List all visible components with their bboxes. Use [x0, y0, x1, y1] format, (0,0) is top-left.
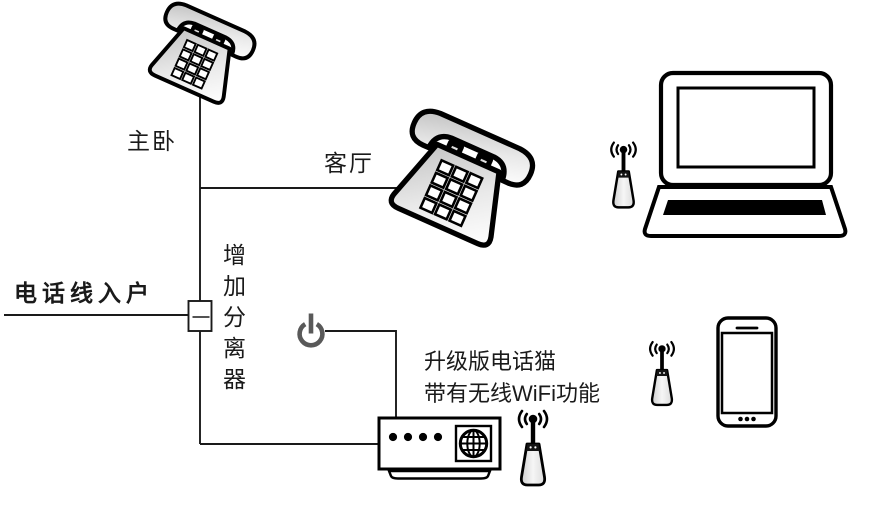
modem-icon: [377, 416, 502, 480]
smartphone-icon: [716, 316, 778, 428]
splitter-box-icon: [187, 300, 213, 332]
master-bedroom-label: 主卧: [127, 129, 177, 154]
laptop-keyboard: [663, 200, 826, 215]
modem-caption-line1: 升级版电话猫: [424, 349, 557, 374]
splitter-label: 增加分离器: [223, 243, 246, 392]
wifi-antenna-smartphone-icon: [645, 335, 679, 412]
power-icon: [297, 313, 325, 348]
laptop-icon: [642, 70, 848, 238]
phone-line-entry-label: 电话线入户: [14, 281, 154, 306]
modem-base: [387, 469, 492, 480]
line-power-to-modem: [325, 330, 397, 418]
living-room-label: 客厅: [324, 151, 374, 176]
modem-caption-line2: 带有无线WiFi功能: [424, 381, 600, 406]
wifi-antenna-laptop-icon: [606, 136, 641, 214]
wifi-antenna-modem-icon: [513, 408, 553, 488]
modem-caption: 升级版电话猫 带有无线WiFi功能: [424, 346, 600, 410]
globe-icon: [454, 424, 493, 463]
